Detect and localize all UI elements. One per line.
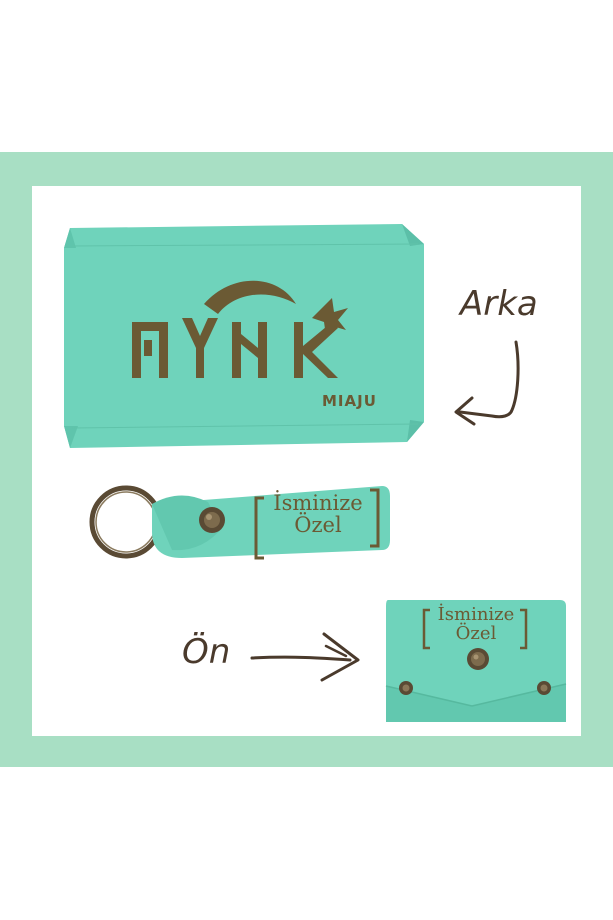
card-holder [64, 224, 424, 448]
front-arrow [250, 655, 352, 662]
keychain-engraving: İsminize Özel [264, 492, 372, 536]
front-label: Ön [182, 632, 231, 672]
product-illustration [64, 224, 567, 722]
keychain [89, 485, 390, 560]
keychain-line-1: İsminize [273, 491, 363, 515]
product-panel: Arka Ön MIAJU İsminize Özel İsminize Öze… [32, 186, 581, 736]
wallet-line-1: İsminize [437, 604, 515, 625]
mint-frame: Arka Ön MIAJU İsminize Özel İsminize Öze… [0, 152, 613, 767]
ayna-logo [132, 280, 348, 378]
brand-text: MIAJU [322, 392, 377, 410]
keychain-line-2: Özel [294, 513, 342, 538]
back-label: Arka [460, 284, 538, 324]
wallet [385, 600, 567, 722]
wallet-engraving: İsminize Özel [430, 604, 522, 644]
wallet-line-2: Özel [455, 622, 497, 644]
back-arrow [458, 340, 520, 419]
